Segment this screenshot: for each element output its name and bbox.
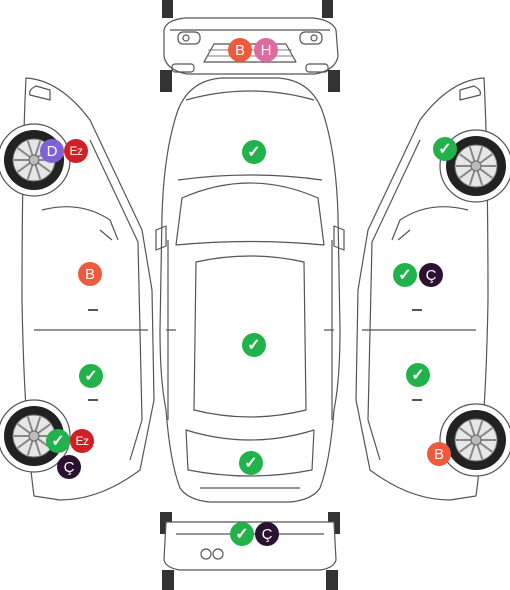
right-front-fender-ok-badge[interactable]: ✓ [433,137,457,161]
checkmark-icon: ✓ [398,267,412,284]
checkmark-icon: ✓ [51,433,65,450]
right-front-door-changed-badge[interactable]: Ç [419,263,443,287]
checkmark-icon: ✓ [247,337,261,354]
left-rear-door-ok-badge[interactable]: ✓ [79,364,103,388]
rear-bumper-changed-badge[interactable]: Ç [255,522,279,546]
rear-bumper-ok-badge[interactable]: ✓ [230,522,254,546]
right-rear-door-ok-badge[interactable]: ✓ [406,363,430,387]
checkmark-icon: ✓ [411,367,425,384]
left-front-fender-dent-badge[interactable]: D [40,139,64,163]
roof-ok-badge[interactable]: ✓ [242,333,266,357]
hood-ok-badge[interactable]: ✓ [242,140,266,164]
right-front-door-ok-badge[interactable]: ✓ [393,263,417,287]
checkmark-icon: ✓ [244,455,258,472]
left-front-door-painted-badge[interactable]: B [78,262,102,286]
wheels [4,130,506,470]
checkmark-icon: ✓ [235,526,249,543]
left-front-fender-scratch-badge[interactable]: Ez [64,139,88,163]
left-rear-fender-changed-badge[interactable]: Ç [57,455,81,479]
left-rear-fender-scratch-badge[interactable]: Ez [70,429,94,453]
checkmark-icon: ✓ [247,144,261,161]
trunk-ok-badge[interactable]: ✓ [239,451,263,475]
rear-view [160,512,340,590]
top-view [155,77,345,503]
right-rear-wheel [446,410,506,470]
front-bumper-painted-badge[interactable]: B [228,38,252,62]
front-bumper-local-painted-badge[interactable]: H [254,38,278,62]
right-rear-fender-painted-badge[interactable]: B [427,442,451,466]
left-rear-wheel [4,406,64,466]
left-rear-fender-ok-badge[interactable]: ✓ [46,429,70,453]
checkmark-icon: ✓ [84,368,98,385]
checkmark-icon: ✓ [438,141,452,158]
right-front-wheel [446,136,506,196]
